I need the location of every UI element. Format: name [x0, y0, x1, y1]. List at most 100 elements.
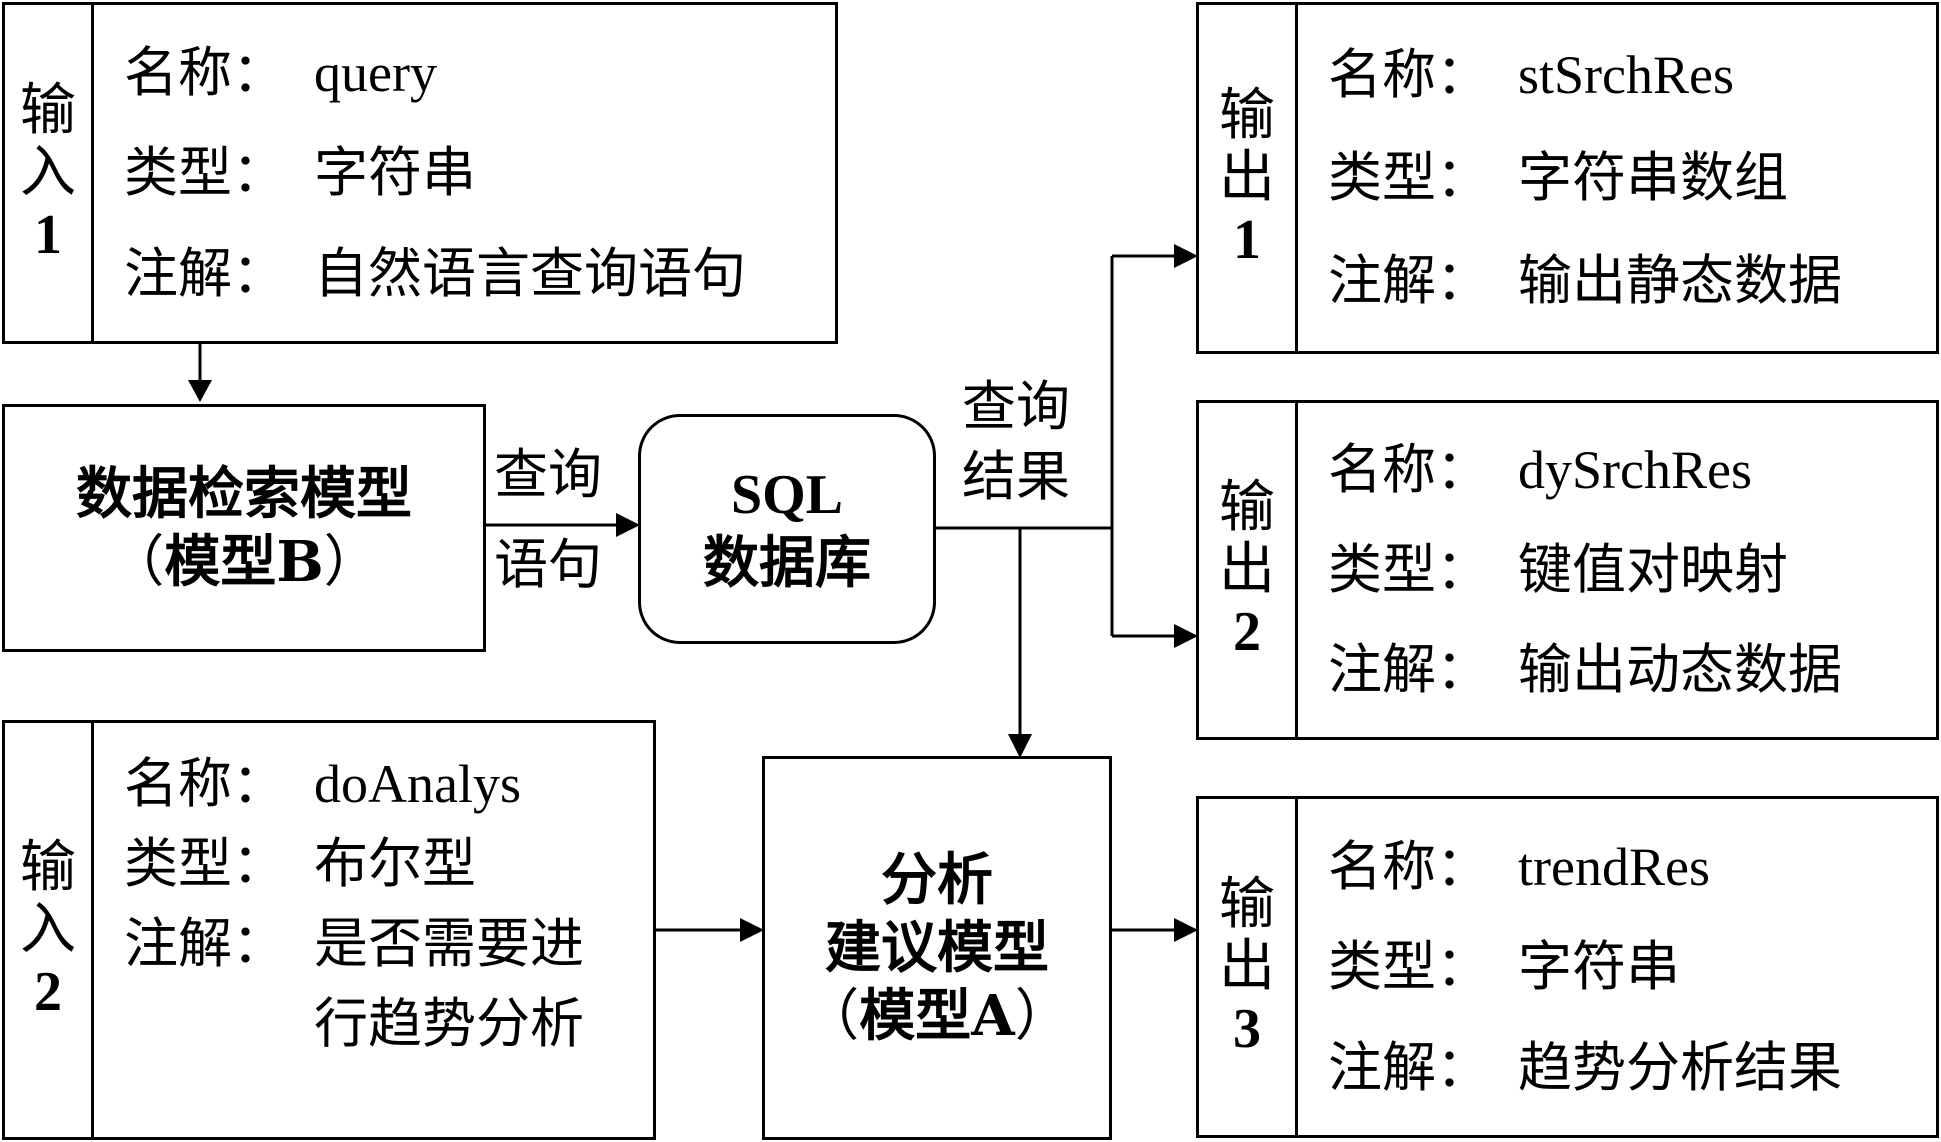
output3-note-row: 注解： 趋势分析结果	[1328, 1035, 1936, 1101]
output1-name-key: 名称：	[1328, 43, 1490, 106]
output2-name-key: 名称：	[1328, 438, 1490, 501]
output3-name-row: 名称： trendRes	[1328, 834, 1936, 900]
input1-note-value: 自然语言查询语句	[314, 243, 746, 304]
output2-fields: 名称： dySrchRes 类型： 键值对映射 注解： 输出动态数据	[1298, 403, 1936, 737]
output2-note-value: 输出动态数据	[1518, 640, 1842, 700]
input2-tag-char2: 入	[20, 897, 76, 962]
input1-name-key: 名称：	[124, 40, 286, 104]
model-a-line2: 建议模型	[825, 914, 1049, 981]
input2-note-value-line1: 是否需要进	[314, 914, 584, 974]
label-query-statement: 查询 语句	[494, 440, 602, 600]
arrowhead-input2	[740, 918, 764, 942]
output1-note-row: 注解： 输出静态数据	[1328, 248, 1936, 314]
model-a-line3-text: 模型A	[859, 982, 1015, 1049]
output3-box: 输 出 3 名称： trendRes 类型： 字符串 注解： 趋势分析结果	[1196, 796, 1939, 1138]
input1-name-row: 名称： query	[124, 40, 835, 106]
input2-tag-char1: 输	[20, 835, 76, 900]
output3-name-key: 名称：	[1328, 834, 1490, 898]
output2-tag: 输 出 2	[1199, 403, 1298, 737]
output3-tag-char1: 输	[1219, 872, 1275, 937]
input2-name-row: 名称： doAnalys	[124, 751, 653, 817]
model-b-subtitle: （模型B）	[108, 528, 379, 597]
output1-tag-char1: 输	[1219, 83, 1275, 148]
model-b-title: 数据检索模型	[76, 460, 412, 527]
output2-tag-char1: 输	[1219, 475, 1275, 540]
model-a-paren-open: （	[803, 983, 860, 1049]
output1-type-row: 类型： 字符串数组	[1328, 145, 1936, 211]
sql-database-box: SQL 数据库	[638, 414, 936, 644]
output2-type-value: 键值对映射	[1518, 540, 1788, 600]
output3-note-value: 趋势分析结果	[1518, 1037, 1842, 1098]
output3-note-key: 注解：	[1328, 1035, 1490, 1099]
output3-tag: 输 出 3	[1199, 799, 1298, 1135]
input1-box: 输 入 1 名称： query 类型： 字符串 注解： 自然语言查询语句	[2, 2, 838, 344]
label-query-result-line1: 查询	[962, 375, 1070, 438]
output1-name-row: 名称： stSrchRes	[1328, 42, 1936, 108]
input1-type-key: 类型：	[124, 141, 286, 204]
output1-type-key: 类型：	[1328, 146, 1490, 209]
input2-note-value-line2: 行趋势分析	[314, 994, 584, 1054]
output1-name-value: stSrchRes	[1518, 45, 1734, 105]
output2-tag-num: 2	[1233, 601, 1261, 663]
arrowhead-output2	[1174, 624, 1198, 648]
input2-note-row: 注解： 是否需要进 行趋势分析	[124, 911, 653, 1057]
sql-database-line2: 数据库	[703, 530, 871, 596]
model-a-line1: 分析	[881, 846, 993, 913]
output1-tag: 输 出 1	[1199, 5, 1298, 351]
input2-note-key: 注解：	[124, 912, 286, 975]
input1-tag-char1: 输	[20, 78, 76, 143]
input2-name-key: 名称：	[124, 752, 286, 815]
input1-note-key: 注解：	[124, 241, 286, 305]
label-query-statement-line1: 查询	[494, 443, 602, 506]
arrowhead-model-b	[188, 380, 212, 402]
output2-type-row: 类型： 键值对映射	[1328, 537, 1936, 603]
output2-note-row: 注解： 输出动态数据	[1328, 637, 1936, 703]
input2-fields: 名称： doAnalys 类型： 布尔型 注解： 是否需要进 行趋势分析	[94, 723, 653, 1137]
output2-note-key: 注解：	[1328, 638, 1490, 701]
output2-tag-char2: 出	[1219, 537, 1275, 602]
label-query-result-line2: 结果	[962, 445, 1070, 508]
model-b-box: 数据检索模型 （模型B）	[2, 404, 486, 652]
arrowhead-output3	[1174, 918, 1198, 942]
output1-note-key: 注解：	[1328, 249, 1490, 312]
arrowhead-output1	[1174, 244, 1198, 268]
input1-note-row: 注解： 自然语言查询语句	[124, 241, 835, 307]
input1-name-value: query	[314, 42, 437, 103]
model-b-paren-open: （	[108, 529, 165, 595]
output3-tag-char2: 出	[1219, 934, 1275, 999]
output3-name-value: trendRes	[1518, 836, 1710, 897]
model-a-line3: （模型A）	[803, 982, 1070, 1051]
input1-fields: 名称： query 类型： 字符串 注解： 自然语言查询语句	[94, 5, 835, 341]
input2-name-value: doAnalys	[314, 754, 521, 814]
output3-fields: 名称： trendRes 类型： 字符串 注解： 趋势分析结果	[1298, 799, 1936, 1135]
model-a-paren-close: ）	[1014, 983, 1071, 1049]
label-query-result: 查询 结果	[962, 372, 1070, 512]
input1-tag-char2: 入	[20, 140, 76, 205]
input1-type-value: 字符串	[314, 143, 476, 203]
input2-type-row: 类型： 布尔型	[124, 831, 653, 897]
output1-tag-num: 1	[1233, 209, 1261, 271]
output3-type-key: 类型：	[1328, 935, 1490, 998]
output1-tag-char2: 出	[1219, 145, 1275, 210]
arrowhead-sql	[616, 513, 640, 537]
sql-database-line1: SQL	[730, 464, 844, 526]
output1-box: 输 出 1 名称： stSrchRes 类型： 字符串数组 注解： 输出静态数据	[1196, 2, 1939, 354]
input1-tag-num: 1	[34, 204, 62, 266]
output1-fields: 名称： stSrchRes 类型： 字符串数组 注解： 输出静态数据	[1298, 5, 1936, 351]
model-b-paren-close: ）	[323, 529, 380, 595]
input2-tag: 输 入 2	[5, 723, 94, 1137]
model-a-box: 分析 建议模型 （模型A）	[762, 756, 1112, 1140]
model-b-subtitle-text: 模型B	[164, 528, 324, 595]
output1-type-value: 字符串数组	[1518, 148, 1788, 208]
output1-note-value: 输出静态数据	[1518, 251, 1842, 311]
output2-name-value: dySrchRes	[1518, 440, 1752, 500]
label-query-statement-line2: 语句	[494, 533, 602, 596]
input2-tag-num: 2	[34, 961, 62, 1023]
input2-type-key: 类型：	[124, 832, 286, 895]
input2-type-value: 布尔型	[314, 834, 476, 894]
output3-type-value: 字符串	[1518, 937, 1680, 997]
output3-tag-num: 3	[1233, 998, 1261, 1060]
output2-type-key: 类型：	[1328, 538, 1490, 601]
arrowhead-model-a	[1008, 734, 1032, 758]
